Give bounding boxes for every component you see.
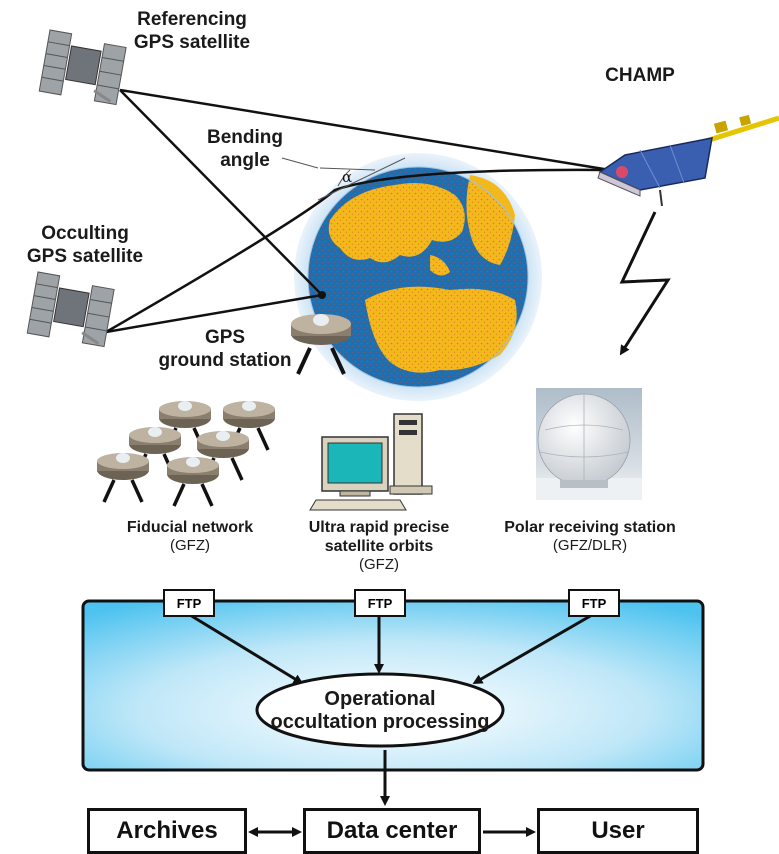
orbits-title-line1: Ultra rapid precise [308,519,450,536]
processing-ellipse [255,672,505,748]
downlink-lightning [619,211,671,356]
fiducial-network-caption: Fiducial network (GFZ) [90,518,290,555]
orbits-title-line2: satellite orbits [324,538,434,555]
ftp-box-orbits: FTP [354,589,406,617]
archives-box: Archives [87,808,247,854]
orbits-caption: Ultra rapid precise satellite orbits (GF… [284,518,474,574]
ground-station-point [318,291,326,299]
referencing-satellite-icon [38,29,127,106]
polar-station-photo [536,388,642,500]
polar-station-caption: Polar receiving station (GFZ/DLR) [485,518,695,555]
champ-label: CHAMP [605,65,675,86]
champ-satellite-icon [597,114,779,207]
polar-station-title: Polar receiving station [504,519,676,536]
orbits-org: (GFZ) [359,556,399,573]
ref-to-champ-line [119,88,611,172]
data-center-box: Data center [303,808,481,854]
polar-station-org: (GFZ/DLR) [552,537,628,554]
occultation-ray [105,168,611,334]
signal-paths [105,88,611,334]
ftp-arrows [189,613,593,685]
occ-to-ground-line [105,293,323,334]
computer-icon [309,413,433,511]
ref-to-ground-line [119,89,323,296]
bending-angle-marker [281,157,406,201]
occulting-satellite-icon [26,271,115,348]
fiducial-network-icon [97,401,275,507]
fiducial-network-org: (GFZ) [170,537,210,554]
alpha-symbol: α [342,168,353,186]
gps-ground-station-icon [291,314,351,375]
user-box: User [537,808,699,854]
earth-globe [294,153,542,401]
fiducial-network-title: Fiducial network [126,519,254,536]
ftp-box-polar: FTP [568,589,620,617]
ftp-box-fiducial: FTP [163,589,215,617]
